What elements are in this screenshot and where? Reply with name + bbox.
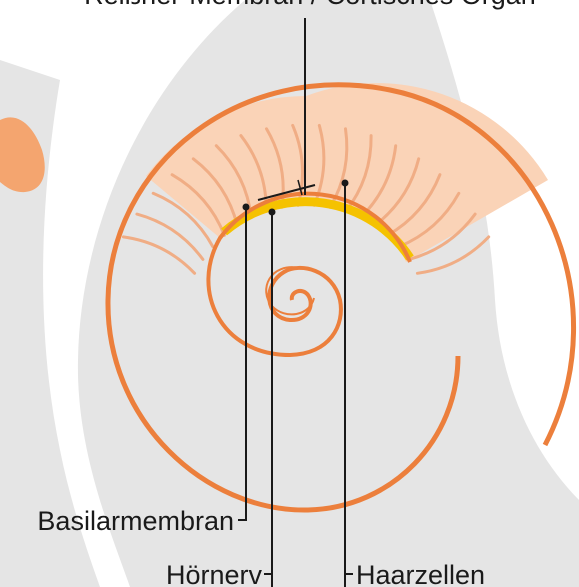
- label-basilar-membrane: Basilarmembran: [37, 506, 234, 536]
- label-auditory-nerve: Hörnerv: [166, 560, 263, 587]
- background-band: [78, 0, 579, 587]
- label-hair-cells: Haarzellen: [356, 560, 485, 587]
- top-caption: Reißner-Membran / Cortisches Organ: [84, 0, 536, 10]
